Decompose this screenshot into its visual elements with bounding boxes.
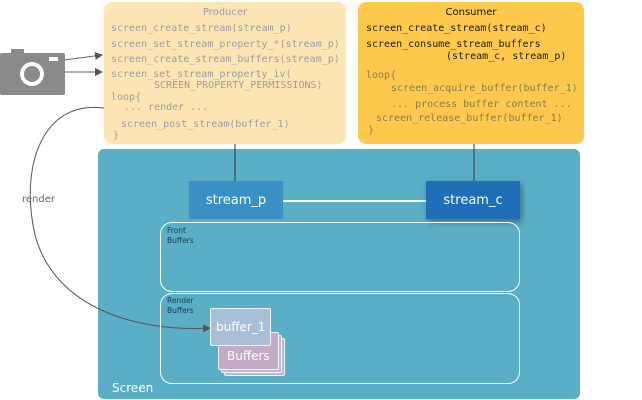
render-buffers-label-1: Render <box>167 296 194 305</box>
producer-line: screen_set_stream_property_iv( <box>111 69 292 80</box>
front-buffers-label-2: Buffers <box>167 236 194 245</box>
stream-c-box: stream_c <box>426 181 520 219</box>
consumer-title: Consumer <box>445 7 497 18</box>
producer-line: screen_set_stream_property_*(stream_p) <box>111 39 340 50</box>
consumer-line: screen_release_buffer(buffer_1) <box>376 113 563 124</box>
consumer-line: screen_create_stream(stream_c) <box>366 23 547 34</box>
producer-line: screen_create_stream(stream_p) <box>111 23 292 34</box>
consumer-line: } <box>368 125 375 136</box>
producer-panel: Producer screen_create_stream(stream_p) … <box>104 2 346 144</box>
render-buffers-region: Render Buffers <box>160 293 520 384</box>
front-buffers-region: Front Buffers <box>160 222 520 292</box>
producer-title: Producer <box>202 7 248 18</box>
stream-c-label: stream_c <box>443 192 503 208</box>
producer-line: ... render ... <box>124 102 209 113</box>
producer-line: screen_create_stream_buffers(stream_p) <box>111 54 340 65</box>
stream-p-label: stream_p <box>205 192 267 208</box>
render-buffers-label-2: Buffers <box>167 306 194 315</box>
stream-p-box: stream_p <box>189 181 283 219</box>
consumer-line: screen_acquire_buffer(buffer_1) <box>391 83 578 94</box>
producer-line: screen_post_stream(buffer_1) <box>121 119 290 130</box>
consumer-line: loop{ <box>366 70 397 81</box>
render-arrow <box>29 106 211 333</box>
render-label: render <box>22 194 55 205</box>
screen-label: Screen <box>112 381 154 395</box>
buffer-1-label: buffer_1 <box>216 320 266 334</box>
front-buffers-label-1: Front <box>167 226 186 235</box>
buffers-label: Buffers <box>227 349 270 363</box>
consumer-line: (stream_c, stream_p) <box>446 51 567 62</box>
camera-icon <box>0 49 65 95</box>
camera-arrow-1 <box>63 51 103 61</box>
consumer-line: screen_consume_stream_buffers <box>366 39 541 50</box>
consumer-panel: Consumer screen_create_stream(stream_c) … <box>358 2 584 144</box>
producer-line: } <box>113 130 120 141</box>
buffer-1-card <box>210 308 271 346</box>
producer-line: SCREEN_PROPERTY_PERMISSIONS) <box>154 80 323 91</box>
producer-line: loop{ <box>111 92 142 103</box>
consumer-line: ... process buffer content ... <box>391 99 572 110</box>
